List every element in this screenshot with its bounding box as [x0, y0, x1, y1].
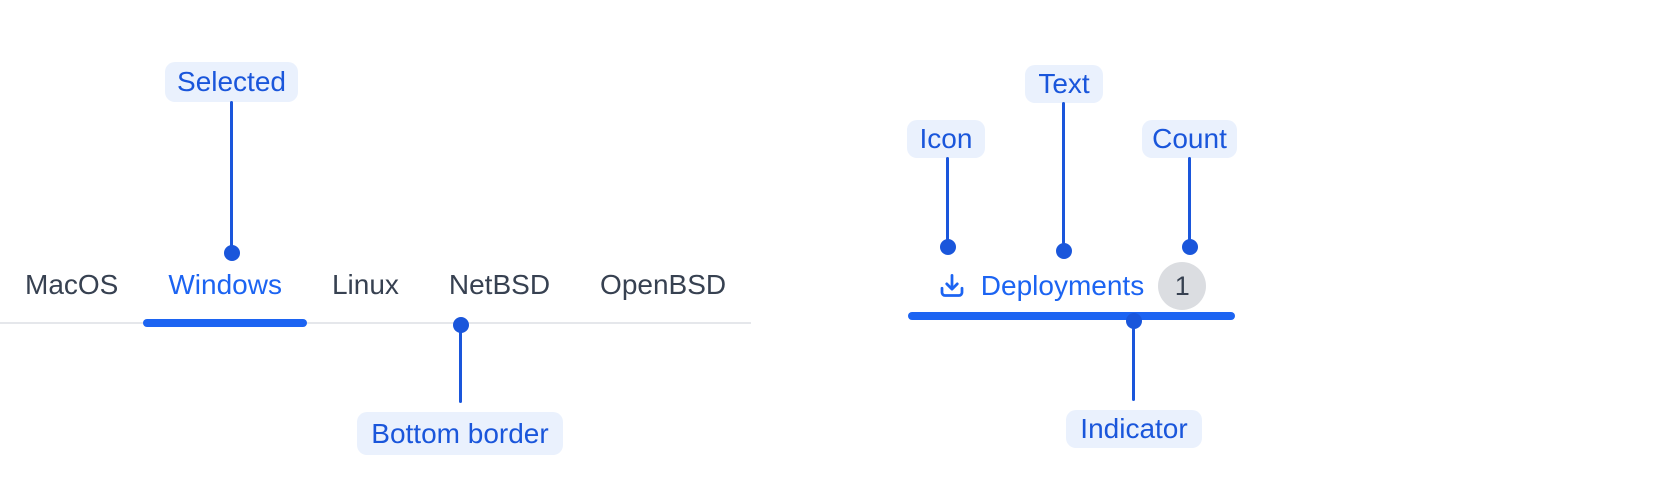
tab-openbsd[interactable]: OpenBSD — [600, 269, 727, 300]
annotation-text-dot — [1056, 243, 1072, 259]
annotation-selected-line — [230, 101, 233, 247]
tab-indicator-bar — [908, 312, 1235, 320]
tab-linux[interactable]: Linux — [331, 269, 399, 300]
annotation-icon-pill: Icon — [907, 120, 985, 158]
count-badge: 1 — [1158, 262, 1207, 310]
annotation-text-line — [1062, 102, 1065, 244]
tab-netbsd[interactable]: NetBSD — [448, 269, 551, 300]
annotation-indicator-line — [1132, 328, 1135, 401]
download-icon — [937, 271, 967, 301]
tab-bar: MacOS Windows Linux NetBSD OpenBSD — [0, 269, 752, 327]
tab-deployments-content: Deployments 1 — [908, 261, 1235, 311]
annotation-icon-line — [946, 157, 949, 241]
tab-deployments-label: Deployments — [980, 270, 1145, 301]
tab-windows[interactable]: Windows — [143, 269, 307, 327]
annotation-indicator-dot — [1126, 313, 1142, 329]
annotation-bottom-border-line — [459, 331, 462, 403]
annotation-count-pill: Count — [1142, 120, 1237, 158]
annotation-indicator-pill: Indicator — [1066, 410, 1202, 448]
annotation-count-dot — [1182, 239, 1198, 255]
annotation-selected-pill: Selected — [165, 62, 298, 102]
tab-deployments[interactable]: Deployments 1 — [908, 261, 1235, 320]
tab-windows-label: Windows — [168, 269, 282, 300]
annotation-count-line — [1188, 157, 1191, 241]
annotation-icon-dot — [940, 239, 956, 255]
tab-macos[interactable]: MacOS — [25, 269, 119, 300]
selected-tab-underline — [143, 319, 307, 327]
annotation-text-pill: Text — [1025, 65, 1103, 103]
annotation-selected-dot — [224, 245, 240, 261]
annotation-bottom-border-dot — [453, 317, 469, 333]
annotation-bottom-border-pill: Bottom border — [357, 412, 563, 455]
